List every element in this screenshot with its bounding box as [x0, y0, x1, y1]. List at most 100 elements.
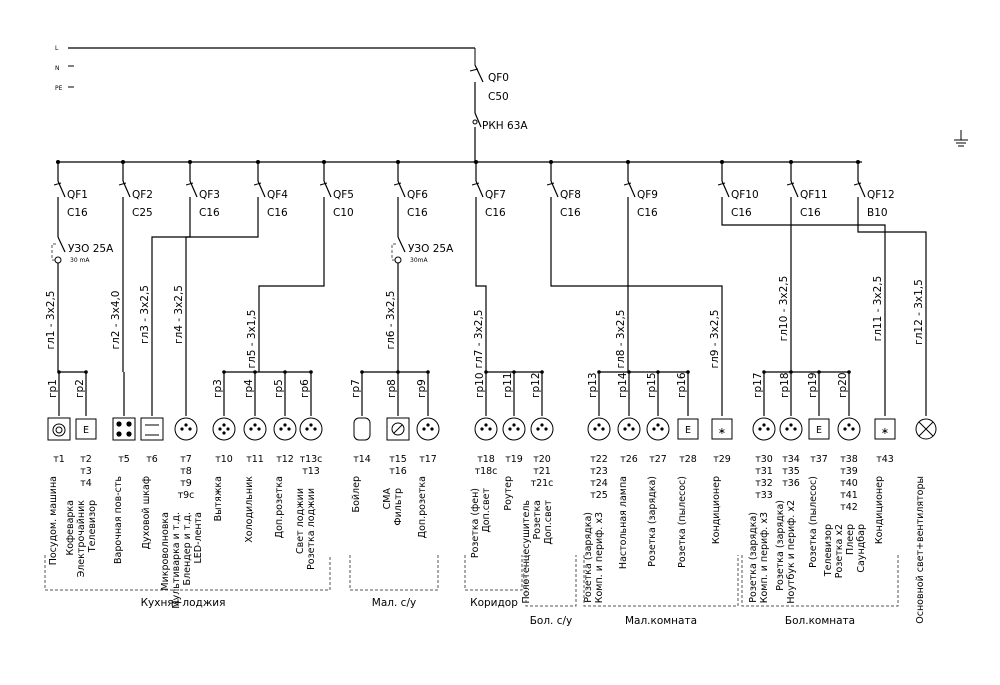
point-label: т32: [755, 478, 773, 489]
outlet-description: Кофеварка: [65, 500, 76, 556]
outlet-label: гр7: [350, 379, 362, 398]
outlet-junction: [789, 370, 793, 374]
outlet-description: Розетка (пылесос): [808, 476, 819, 568]
svg-text:E: E: [685, 425, 691, 436]
supply-n-label: N: [55, 65, 60, 72]
outlet-junction: [484, 370, 488, 374]
cable-run: [790, 197, 886, 372]
socket-icon: [530, 417, 554, 441]
point-label: т17: [419, 454, 437, 465]
outlet-junction: [597, 370, 601, 374]
point-label: т37: [810, 454, 828, 465]
outlet-junction: [817, 370, 821, 374]
breaker-mark: [471, 182, 480, 186]
outlet-label: гр2: [74, 379, 86, 398]
breaker-mark: [253, 182, 262, 186]
breaker-label: QF8: [560, 189, 581, 201]
breaker-label: QF11: [800, 189, 828, 201]
breaker-label: QF5: [333, 189, 354, 201]
outlet-description: Ноутбук и периф. х2: [786, 500, 797, 604]
breaker-mark: [853, 182, 862, 186]
point-label: т25: [590, 490, 608, 501]
breaker-mark: [546, 182, 555, 186]
rcd-contact: [397, 236, 406, 253]
cable-label: гл8 - 3х2,5: [615, 310, 627, 369]
outlet-description: Розетка лоджии: [306, 488, 317, 570]
outlet-junction: [84, 370, 88, 374]
room-bracket: [44, 555, 331, 591]
room-label: Бол. с/у: [530, 615, 573, 627]
breaker-rating: C16: [267, 207, 288, 219]
outlet-description: СМА: [382, 488, 393, 510]
socket-icon: [779, 417, 803, 441]
socket-icon: [617, 417, 641, 441]
socket-icon: [587, 417, 611, 441]
outlet-junction: [686, 370, 690, 374]
point-label: т14: [353, 454, 371, 465]
outlet-description: Вытяжка: [213, 476, 224, 521]
point-label: т35: [782, 466, 800, 477]
outlet-description: Розетка (фен): [470, 488, 481, 558]
outlet-junction: [847, 370, 851, 374]
outlet-description: Плеер: [845, 524, 856, 555]
bus-junction: [626, 160, 630, 164]
room-bracket: [583, 555, 739, 607]
point-label: т21с: [531, 478, 554, 489]
outlet-junction: [396, 370, 400, 374]
bus-junction: [121, 160, 125, 164]
breaker-rating: C16: [485, 207, 506, 219]
qf0-contact: [474, 64, 484, 83]
breaker-mark: [118, 182, 127, 186]
cable-label: гл6 - 3х2,5: [385, 291, 397, 350]
room-label: Бол.комната: [785, 615, 855, 627]
outlet-description: Доп.розетка: [417, 476, 428, 538]
fan-icon: [212, 417, 236, 441]
breaker-mark: [717, 182, 726, 186]
rcd-coil-icon: [394, 256, 402, 264]
cable-label: гл12 - 3х1,5: [913, 279, 925, 345]
point-label: т13с: [300, 454, 323, 465]
outlet-label: гр10: [474, 372, 486, 398]
point-label: т28: [679, 454, 697, 465]
svg-text:∗: ∗: [881, 426, 889, 437]
rcd-label: УЗО 25А: [408, 243, 454, 255]
cable-label: гл4 - 3х2,5: [173, 285, 185, 344]
breaker-rating: C16: [800, 207, 821, 219]
point-label: т3: [80, 466, 92, 477]
point-label: т21: [533, 466, 551, 477]
outlet-label: гр6: [299, 379, 311, 398]
outlet-junction: [627, 370, 631, 374]
point-label: т9с: [178, 490, 195, 501]
outlet-description: Свет лоджии: [295, 488, 306, 554]
cable-label: гл10 - 3х2,5: [778, 276, 790, 342]
point-label: т19: [505, 454, 523, 465]
outlet-description: Доп.розетка: [274, 476, 285, 538]
supply-pe-label: PE: [55, 85, 63, 92]
bus-junction: [56, 160, 60, 164]
breaker-label: QF4: [267, 189, 288, 201]
rcd-ma-label: 30 mA: [70, 257, 90, 264]
point-label: т1: [53, 454, 65, 465]
outlet-description: LED-лента: [193, 512, 204, 564]
point-label: т11: [246, 454, 264, 465]
cable-run: [550, 197, 629, 372]
cable-run: [185, 197, 259, 372]
point-label: т33: [755, 490, 773, 501]
socket-icon: [416, 417, 440, 441]
point-label: т41: [840, 490, 858, 501]
point-label: т40: [840, 478, 858, 489]
cable-run: [627, 197, 723, 372]
bus-junction: [720, 160, 724, 164]
oven-icon: [140, 417, 164, 441]
outlet-junction: [360, 370, 364, 374]
